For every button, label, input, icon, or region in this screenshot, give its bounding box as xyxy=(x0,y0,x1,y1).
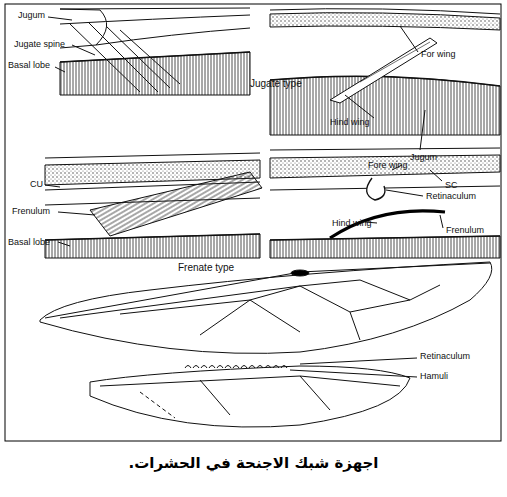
part-label: SC xyxy=(445,181,458,191)
part-label: Jugate type xyxy=(250,78,302,89)
figure-caption: اجهزة شبك الاجنحة في الحشرات. xyxy=(0,454,507,472)
part-label: Frenulum xyxy=(446,226,484,236)
part-label: Retinaculum xyxy=(420,352,470,362)
part-label: Jugate spine xyxy=(14,40,65,50)
part-label: Retinaculum xyxy=(426,192,476,202)
part-label: Jugum xyxy=(18,11,45,21)
part-label: Jugum xyxy=(410,153,437,163)
part-label: CU xyxy=(30,180,43,190)
part-label: Fore wing xyxy=(368,161,408,171)
part-label: Basal lobe xyxy=(8,238,50,248)
part-label: Frenate type xyxy=(178,262,234,273)
part-label: Hamuli xyxy=(420,372,448,382)
part-label: Hind wing xyxy=(332,219,372,229)
part-label: Frenulum xyxy=(12,207,50,217)
part-label: For wing xyxy=(421,50,456,60)
part-label: Hind wing xyxy=(330,118,370,128)
part-label: Basal lobe xyxy=(8,61,50,71)
